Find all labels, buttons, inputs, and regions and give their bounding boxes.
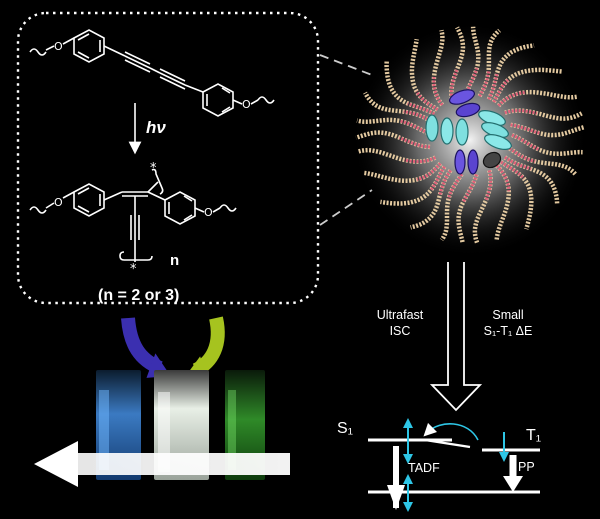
micelle-chain-inner — [400, 119, 429, 135]
gap-label-line1: Small — [492, 308, 524, 322]
big-left-arrow — [34, 441, 290, 487]
micelle-core — [425, 89, 512, 175]
micelle-chain-inner — [449, 68, 459, 100]
micelle-glow — [352, 22, 588, 258]
polymer-structure: O O — [29, 168, 237, 262]
micelle-chain-inner — [403, 156, 436, 164]
micelle-chain-inner — [416, 162, 442, 181]
gap-label-line2: S₁-T₁ ΔE — [483, 324, 533, 338]
micelle-chain — [456, 173, 479, 244]
isc-label-line2: ISC — [389, 324, 411, 338]
micelle-chain-inner — [478, 69, 491, 97]
svg-text:O: O — [54, 40, 63, 53]
micelle-chain-inner — [406, 102, 436, 116]
micelle-chain — [504, 108, 583, 121]
jablonski-diagram — [368, 418, 540, 512]
isc-label: Ultrafast ISC — [368, 307, 432, 339]
svg-text:O: O — [204, 206, 213, 219]
micelle-chain-inner — [500, 160, 526, 180]
repeat-condition: (n = 2 or 3) — [98, 287, 180, 304]
micelle-chain-inner — [461, 173, 478, 203]
cuvette-icon — [96, 370, 265, 480]
isc-label-line1: Ultrafast — [376, 308, 424, 322]
light-label: hν — [146, 118, 166, 137]
micelle-chain-inner — [495, 164, 511, 192]
micelle-chain-inner — [415, 90, 439, 111]
svg-text:O: O — [54, 196, 63, 209]
monomer-structure: O O — [29, 29, 275, 117]
tadf-label: TADF — [408, 461, 440, 475]
polymer-end-star-top: * — [150, 161, 157, 176]
micelle-chain-inner — [432, 77, 444, 106]
hollow-down-arrow — [429, 262, 483, 412]
micelle-chains — [355, 26, 585, 244]
micelle-chain-inner — [429, 165, 446, 192]
projection-line-top — [319, 54, 373, 76]
micelle-chain-inner — [484, 170, 493, 202]
micelle-chain-inner — [447, 173, 463, 200]
micelle-chain-inner — [510, 123, 542, 135]
micelle-chain-inner — [511, 133, 540, 152]
svg-text:O: O — [242, 98, 251, 111]
micelle-chain-inner — [492, 77, 511, 103]
micelle-chain-inner — [503, 156, 532, 171]
micelle-chain — [510, 122, 585, 138]
micelle-chain-inner — [438, 169, 452, 197]
triplet-level-label: T₁ — [526, 427, 542, 444]
polymer-end-star-bottom: * — [130, 262, 137, 277]
gap-label: Small S₁-T₁ ΔE — [472, 307, 544, 339]
singlet-level-label: S₁ — [337, 420, 354, 437]
micelle-chain-inner — [497, 90, 526, 107]
micelle-chain-inner — [504, 109, 538, 115]
repeat-unit-label: n — [170, 252, 180, 269]
micelle-chain-inner — [398, 136, 431, 149]
micelle-chain — [355, 130, 431, 150]
micelle-chain-inner — [403, 110, 432, 123]
micelle-chain-inner — [487, 72, 499, 100]
reaction-box — [16, 11, 320, 305]
micelle-chain — [463, 26, 481, 97]
pp-label: PP — [518, 460, 535, 474]
projection-line-bottom — [319, 189, 373, 226]
micelle-chain-inner — [508, 147, 536, 163]
